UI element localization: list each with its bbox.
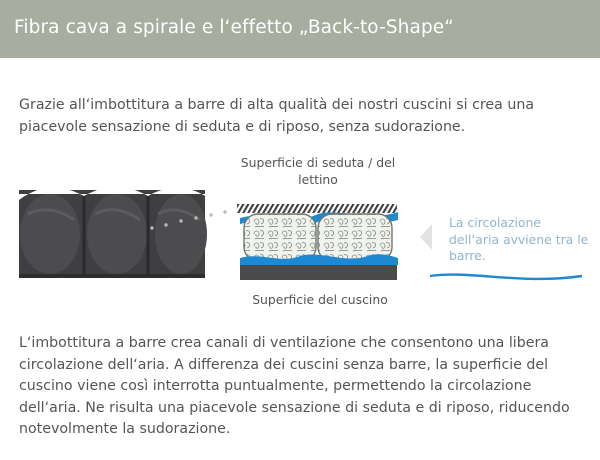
intro-paragraph: Grazie all‘imbottitura a barre di alta q… <box>19 97 535 135</box>
cushion-photo <box>19 187 207 278</box>
arrow-left-icon <box>420 224 432 250</box>
page-title: Fibra cava a spirale e l‘effetto „Back-t… <box>14 17 454 38</box>
air-flow-bottom <box>240 254 398 265</box>
connector-dots <box>150 210 227 230</box>
air-circulation-note: La circolazione dell‘aria avviene tra le… <box>449 215 589 263</box>
seating-surface-bar <box>237 204 397 213</box>
seating-surface-label: Superficie di seduta / del lettino <box>240 155 396 187</box>
cushion-surface-bar <box>240 265 397 280</box>
air-wave-line <box>429 273 583 281</box>
fiber-bars <box>243 213 393 262</box>
body-paragraph: L‘imbottitura a barre crea canali di ven… <box>19 335 570 437</box>
cushion-surface-label: Superficie del cuscino <box>252 292 388 307</box>
title-banner: Fibra cava a spirale e l‘effetto „Back-t… <box>0 0 600 58</box>
